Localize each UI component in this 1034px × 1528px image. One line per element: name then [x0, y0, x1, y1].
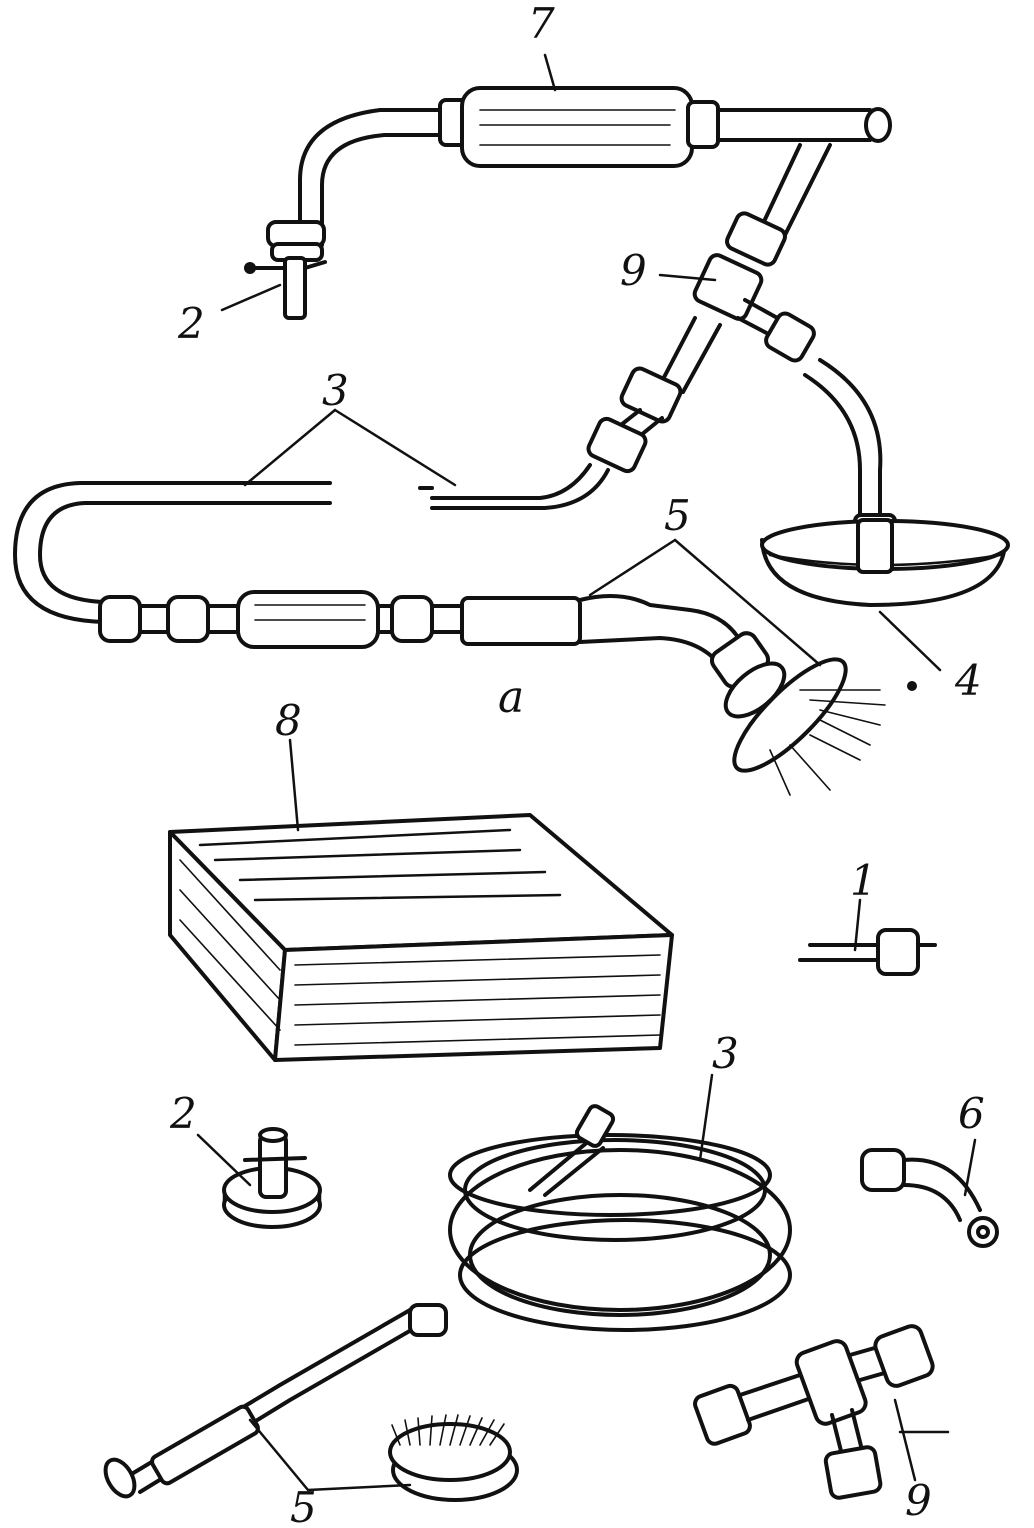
- storage-box: [168, 813, 674, 1062]
- coiled-hose: [448, 1104, 792, 1332]
- handle-and-brush: [103, 1303, 519, 1502]
- leader-lines: [196, 53, 977, 1492]
- base-pin-part: [222, 1127, 322, 1229]
- label-5-bottom: 5: [290, 1483, 317, 1528]
- label-2-base: 2: [169, 1089, 197, 1138]
- label-1: 1: [850, 856, 877, 905]
- label-4: 4: [954, 656, 982, 705]
- label-5-top: 5: [664, 491, 691, 540]
- filter-pipe-assembly: [244, 86, 892, 320]
- label-3-coil: 3: [712, 1029, 739, 1078]
- tee-fitting: [693, 1324, 935, 1500]
- label-2-top: 2: [177, 299, 205, 348]
- nozzle-part: [798, 928, 937, 976]
- label-8: 8: [275, 696, 302, 745]
- elbow-part: [860, 1148, 999, 1248]
- sublabel-a: a: [498, 672, 524, 723]
- bowl-assembly: [760, 358, 1010, 607]
- hose-loop-assembly: [13, 481, 917, 796]
- label-7: 7: [528, 0, 555, 48]
- label-9-top: 9: [620, 246, 647, 295]
- label-3-top: 3: [322, 366, 349, 415]
- diagonal-pipe-with-tee: [430, 143, 832, 510]
- label-9-bottom: 9: [905, 1476, 932, 1525]
- label-6: 6: [958, 1089, 985, 1138]
- part-labels: 7 2 9 3 5 4 a 8 1 2 3 6 5 9: [169, 0, 985, 1528]
